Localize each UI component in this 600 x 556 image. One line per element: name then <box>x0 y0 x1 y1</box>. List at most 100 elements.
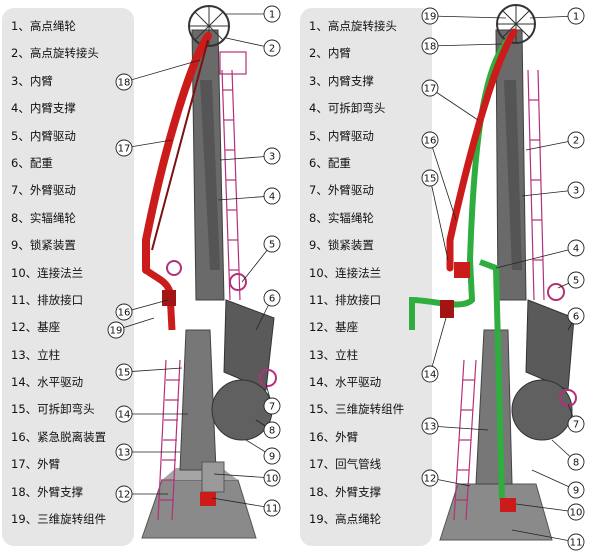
callout-circle <box>567 131 585 149</box>
callout-leader-line <box>213 473 273 479</box>
callout-leader-line <box>217 195 273 201</box>
legend-item: 11、排放接口 <box>11 292 84 307</box>
counterweight <box>525 299 575 391</box>
callout-number: 12 <box>424 474 437 485</box>
callout-circle <box>567 239 585 257</box>
removable-elbow <box>454 262 470 278</box>
outer-arm <box>142 32 212 274</box>
callout-circle <box>115 363 133 381</box>
callout-number: 3 <box>269 152 275 163</box>
callout-leader-line <box>515 503 577 513</box>
legend-item: 1、高点绳轮 <box>11 19 76 33</box>
inner-arm-drive-wheel <box>547 283 565 301</box>
callout-circle <box>263 235 281 253</box>
ladder-lower <box>157 359 181 521</box>
legend-item: 12、基座 <box>11 320 61 335</box>
callout-number: 13 <box>118 448 131 459</box>
outer-arm <box>446 28 518 272</box>
inner-arm-support <box>504 80 522 270</box>
callout-circle <box>263 397 281 415</box>
legend-item: 2、高点旋转接头 <box>11 46 99 61</box>
callout-number: 2 <box>269 44 275 55</box>
callout-number: 18 <box>118 78 131 89</box>
callout-circle <box>567 7 585 25</box>
callout-circle <box>567 181 585 199</box>
callout-number: 7 <box>573 420 579 431</box>
legend-item: 16、外臂 <box>309 429 359 444</box>
callout-number: 17 <box>118 144 131 155</box>
callout-circle <box>421 131 439 149</box>
callout-leader-line <box>123 59 201 83</box>
callout-leader-line <box>429 87 479 121</box>
legend-item: 16、紧急脱离装置 <box>11 429 107 444</box>
callout-number: 11 <box>570 538 583 549</box>
callout-circle <box>115 139 133 157</box>
ladder-upper <box>527 69 545 301</box>
callout-leader-line <box>219 155 273 161</box>
callout-leader-line <box>511 529 577 543</box>
legend-item: 6、配重 <box>11 155 53 170</box>
legend-item: 8、实辐绳轮 <box>11 210 76 225</box>
legend-item: 19、三维旋转组件 <box>11 512 107 527</box>
legend-item: 6、配重 <box>309 155 351 170</box>
callout-number: 7 <box>269 402 275 413</box>
counterweight <box>223 299 275 391</box>
callout-number: 9 <box>269 452 275 463</box>
outer-arm-support <box>151 39 209 251</box>
legend-item: 15、可拆卸弯头 <box>11 402 95 417</box>
callout-number: 15 <box>118 368 131 379</box>
callout-circle <box>115 303 133 321</box>
callout-number: 8 <box>269 426 275 437</box>
callout-circle <box>263 39 281 57</box>
legend-item: 1、高点旋转接头 <box>309 19 397 33</box>
column-lower <box>179 329 217 471</box>
callout-leader-line <box>521 189 577 197</box>
callout-circle <box>115 405 133 423</box>
swivel-assembly <box>440 300 454 318</box>
callout-leader-line <box>123 367 183 373</box>
legend-item: 7、外臂驱动 <box>309 183 374 198</box>
callout-circle <box>107 321 125 339</box>
legend-item: 5、内臂驱动 <box>309 128 374 143</box>
callout-number: 3 <box>573 186 579 197</box>
legend-item: 7、外臂驱动 <box>11 183 76 198</box>
sheave-spokes <box>497 5 535 43</box>
legend-item: 10、连接法兰 <box>309 265 382 280</box>
legend-item: 9、锁紧装置 <box>309 238 374 253</box>
callout-circle <box>263 499 281 517</box>
legend-item: 12、基座 <box>309 320 359 335</box>
callout-number: 16 <box>118 308 131 319</box>
callout-number: 19 <box>110 326 123 337</box>
legend-item: 18、外臂支撑 <box>309 484 382 499</box>
discharge-port <box>500 498 516 512</box>
callout-leader-line <box>429 177 449 261</box>
callout-leader-line <box>429 139 457 221</box>
legend-item: 4、可拆卸弯头 <box>309 101 386 116</box>
legend-item: 17、回气管线 <box>309 457 382 472</box>
callout-circle <box>567 533 585 551</box>
legend-item: 13、立柱 <box>11 347 61 362</box>
callout-circle <box>567 453 585 471</box>
platform-top <box>219 51 247 75</box>
callout-circle <box>115 443 133 461</box>
callout-leader-line <box>429 43 503 47</box>
callout-number: 12 <box>118 490 131 501</box>
callout-circle <box>421 79 439 97</box>
legend-panel-right: 1、高点旋转接头 2、内臂 3、内臂支撑 4、可拆卸弯头 5、内臂驱动 6、配重… <box>300 8 432 546</box>
legend-list-left: 1、高点绳轮 2、高点旋转接头 3、内臂 4、内臂支撑 5、内臂驱动 6、配重 … <box>2 13 134 533</box>
callout-number: 2 <box>573 136 579 147</box>
callout-circle <box>263 421 281 439</box>
callout-number: 18 <box>424 42 437 53</box>
legend-item: 19、高点绳轮 <box>309 512 382 527</box>
horizontal-drive-wheel <box>166 260 182 276</box>
callout-leader-line <box>525 139 577 151</box>
ladder-upper <box>221 69 241 301</box>
callout-circle <box>567 271 585 289</box>
callout-circle <box>421 169 439 187</box>
ladder-lower <box>453 359 477 521</box>
callout-number: 14 <box>118 410 131 421</box>
callout-leader-line <box>495 247 577 269</box>
callout-circle <box>263 447 281 465</box>
